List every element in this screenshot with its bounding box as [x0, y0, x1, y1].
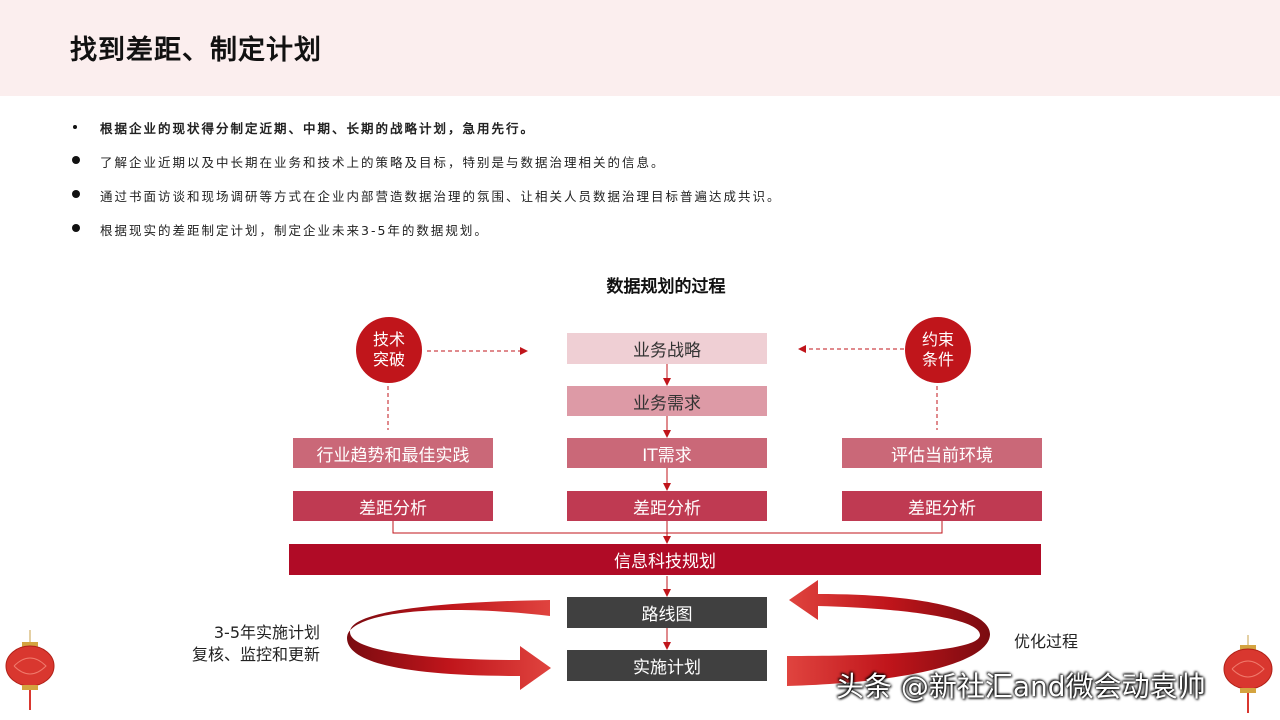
gap-analysis-center-label: 差距分析 [633, 498, 701, 519]
implementation-label: 实施计划 [633, 658, 701, 678]
bullet-dot-icon [72, 156, 80, 164]
bullet-dot-icon [72, 190, 80, 198]
it-planning-bar: 信息科技规划 [289, 544, 1041, 575]
bullet-text: 根据企业的现状得分制定近期、中期、长期的战略计划，急用先行。 [100, 121, 536, 136]
industry-trends-box: 行业趋势和最佳实践 [293, 438, 493, 468]
roadmap-box: 路线图 [567, 597, 767, 628]
bullet-item: 根据企业的现状得分制定近期、中期、长期的战略计划，急用先行。 [70, 118, 1220, 152]
left-note-line-2: 复核、监控和更新 [191, 645, 320, 664]
gap-analysis-center-box: 差距分析 [567, 491, 767, 521]
lantern-right-icon [1223, 635, 1273, 713]
business-strategy-box: 业务战略 [567, 333, 767, 364]
bullet-list: 根据企业的现状得分制定近期、中期、长期的战略计划，急用先行。 了解企业近期以及中… [70, 118, 1220, 254]
page-title: 找到差距、制定计划 [70, 35, 322, 66]
constraints-label: 约束 条件 [921, 330, 954, 369]
assess-environment-label: 评估当前环境 [891, 445, 993, 466]
diagram-title: 数据规划的过程 [606, 277, 726, 297]
tech-breakthrough-circle: 技术 突破 [356, 317, 422, 383]
assess-environment-box: 评估当前环境 [842, 438, 1042, 468]
bullet-dot-icon [72, 224, 80, 232]
bullet-text: 了解企业近期以及中长期在业务和技术上的策略及目标，特别是与数据治理相关的信息。 [100, 155, 666, 170]
roadmap-label: 路线图 [641, 605, 693, 625]
bullet-item: 通过书面访谈和现场调研等方式在企业内部营造数据治理的氛围、让相关人员数据治理目标… [70, 186, 1220, 220]
left-cycle-arrow [347, 600, 551, 690]
it-planning-label: 信息科技规划 [614, 552, 716, 572]
gap-analysis-right-label: 差距分析 [908, 498, 976, 519]
right-cycle-arrow [787, 580, 990, 686]
lantern-left-icon [5, 630, 55, 710]
bullet-item: 根据现实的差距制定计划，制定企业未来3-5年的数据规划。 [70, 220, 1220, 254]
right-note: 优化过程 [1014, 632, 1079, 651]
it-requirements-label: IT需求 [642, 445, 692, 466]
left-note-line-1: 3-5年实施计划 [213, 623, 320, 642]
bullet-item: 了解企业近期以及中长期在业务和技术上的策略及目标，特别是与数据治理相关的信息。 [70, 152, 1220, 186]
tech-breakthrough-label: 技术 突破 [372, 330, 405, 369]
gap-analysis-left-box: 差距分析 [293, 491, 493, 521]
bullet-dot-icon [73, 125, 77, 129]
industry-trends-label: 行业趋势和最佳实践 [316, 445, 470, 466]
constraints-circle: 约束 条件 [905, 317, 971, 383]
left-note: 3-5年实施计划 复核、监控和更新 [150, 622, 320, 666]
gap-analysis-right-box: 差距分析 [842, 491, 1042, 521]
it-requirements-box: IT需求 [567, 438, 767, 468]
business-requirements-label: 业务需求 [633, 393, 701, 414]
watermark: 头条 @新社汇and微会动袁帅 [836, 670, 1206, 703]
business-requirements-box: 业务需求 [567, 386, 767, 416]
bullet-text: 根据现实的差距制定计划，制定企业未来3-5年的数据规划。 [100, 223, 489, 238]
gap-analysis-left-label: 差距分析 [359, 498, 427, 519]
business-strategy-label: 业务战略 [633, 341, 701, 361]
header-band [0, 0, 1280, 96]
bullet-text: 通过书面访谈和现场调研等方式在企业内部营造数据治理的氛围、让相关人员数据治理目标… [100, 189, 782, 204]
implementation-box: 实施计划 [567, 650, 767, 681]
